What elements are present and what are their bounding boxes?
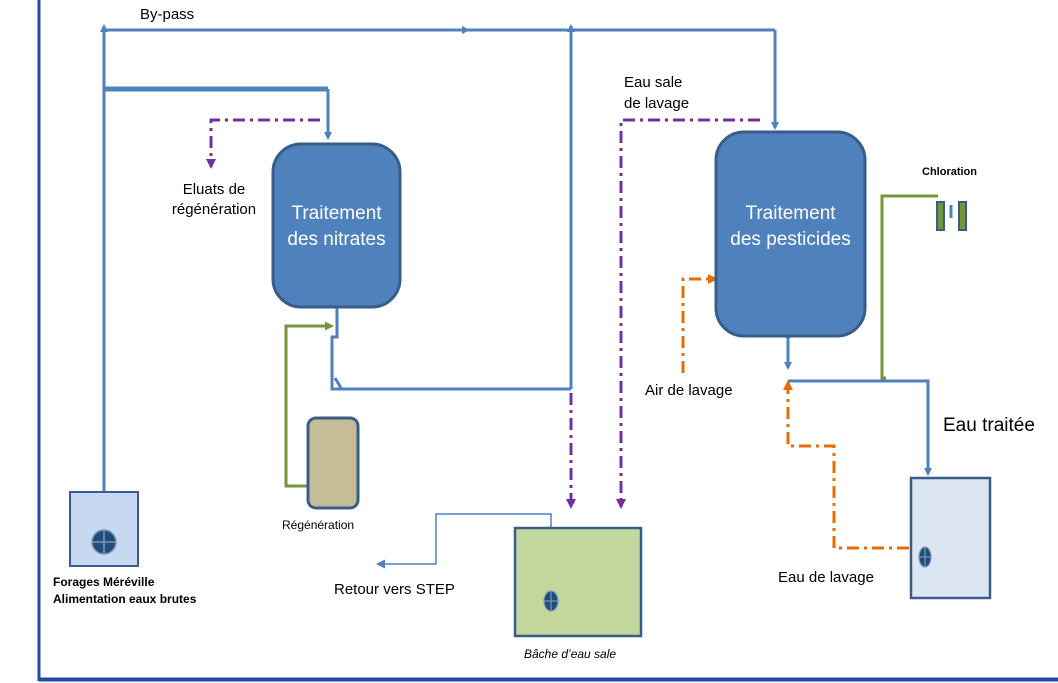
pump-icon-bache [543,590,559,612]
pesticides-tank [714,130,867,338]
chloration-device [936,201,967,231]
forages-label-line1: Forages Méréville [53,575,155,589]
forages-label-line2: Alimentation eaux brutes [53,592,197,606]
pesticides-label: Traitement des pesticides [716,201,865,253]
bypass-label: By-pass [140,6,195,23]
regeneration-loop [284,194,938,488]
nitrates-tank [271,142,402,309]
nitrates-label: Traitement des nitrates [273,201,400,253]
eau-sale-line1: Eau sale [624,74,683,91]
raw-water-pipes [100,24,932,569]
pump-icon-reservoir [918,546,932,568]
pump-icon-forages [91,529,117,555]
chloration-label: Chloration [922,166,977,178]
air-lavage-label: Air de lavage [645,382,733,399]
treated-water-reservoir [909,476,992,600]
regeneration-tank [306,416,360,510]
regeneration-label: Régénération [282,518,355,532]
retour-step-label: Retour vers STEP [334,581,455,598]
eau-lavage-label: Eau de lavage [778,569,874,586]
eluats-label-line1: Eluats de [182,181,246,198]
eluats-label: Eluats de régénération [168,180,260,220]
forages-well [69,491,139,567]
frame-border [37,0,1058,682]
dirty-water-tank [513,526,643,638]
eau-sale-label: Eau sale de lavage [624,72,689,114]
nitrates-label-line2: des nitrates [287,229,386,250]
eluats-label-line2: régénération [171,201,257,218]
pesticides-label-line2: des pesticides [730,229,851,250]
eau-sale-line2: de lavage [624,95,690,112]
pesticides-label-line1: Traitement [745,203,836,224]
bache-label: Bâche d’eau sale [524,647,617,661]
nitrates-label-line1: Traitement [291,203,382,224]
purge-lines [206,118,760,509]
eau-traitee-label: Eau traitée [943,415,1035,436]
forages-label: Forages Méréville Alimentation eaux brut… [53,574,196,608]
air-lines [681,274,914,550]
